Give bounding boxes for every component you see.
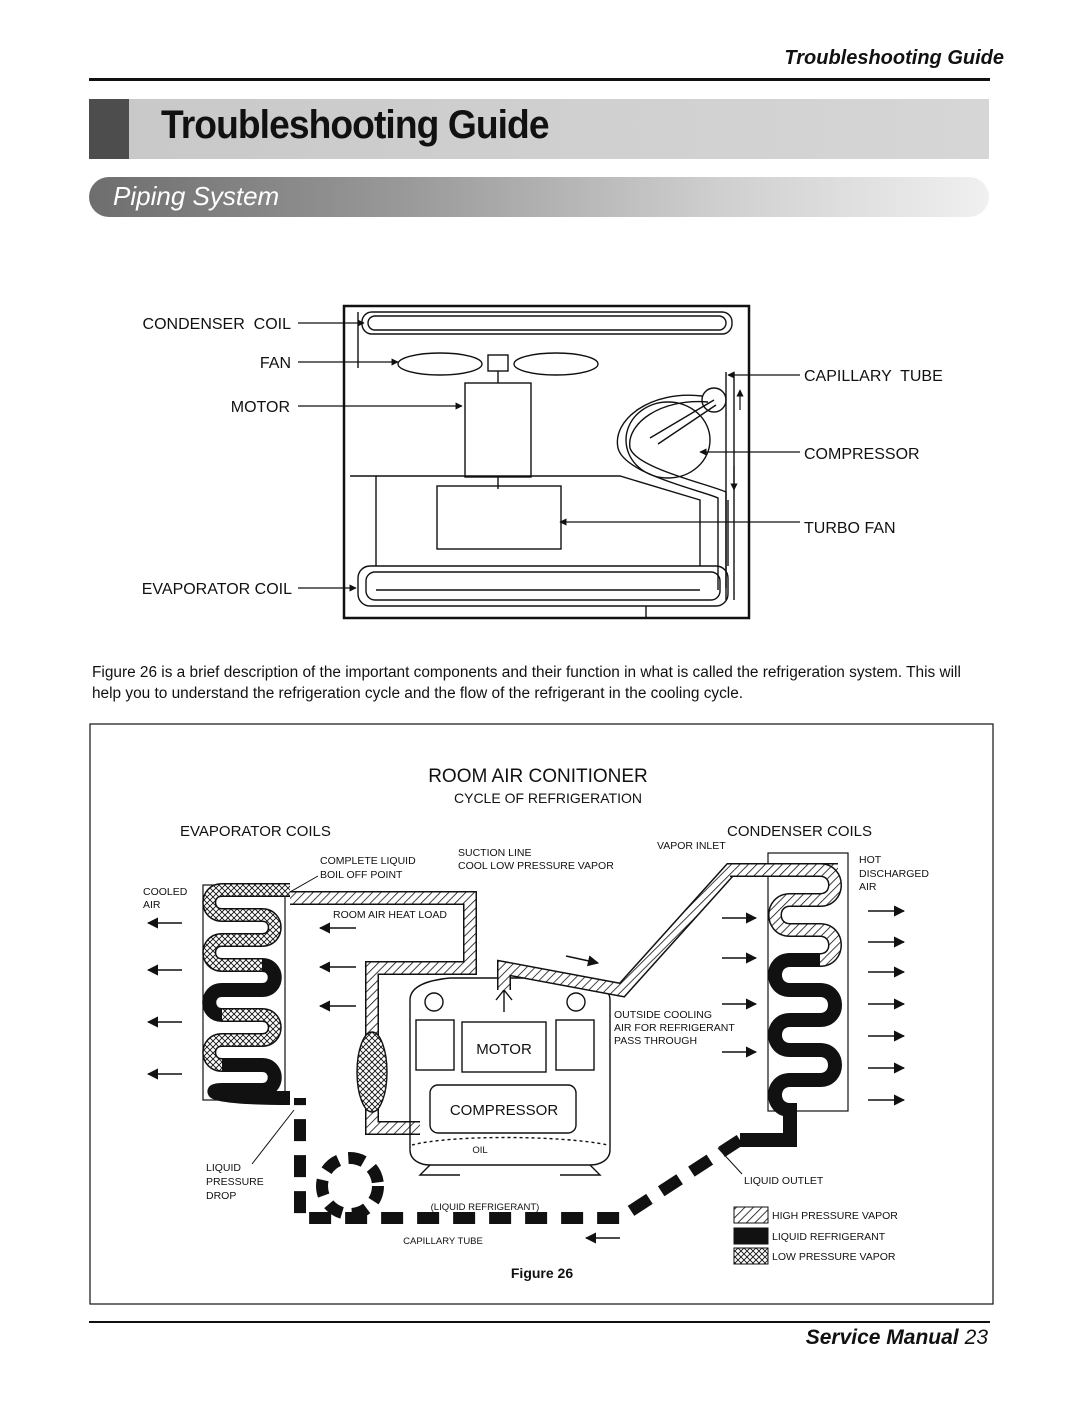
fig2-subtitle: CYCLE OF REFRIGERATION	[454, 790, 642, 806]
label-liquid-refrigerant: (LIQUID REFRIGERANT)	[431, 1202, 540, 1213]
condenser-housing	[767, 852, 849, 1112]
label-room-air-heat-load: ROOM AIR HEAT LOAD	[333, 909, 447, 921]
compressor-body	[409, 977, 611, 1176]
evaporator-housing	[202, 884, 286, 1101]
running-header: Troubleshooting Guide	[784, 47, 1004, 69]
leader-lines	[251, 875, 743, 1175]
internal-partition	[350, 475, 729, 566]
motor-drawing	[464, 382, 532, 489]
label-liquid: LIQUID	[206, 1162, 241, 1174]
label-vapor-inlet: VAPOR INLET	[657, 840, 726, 852]
condenser-serpentine	[730, 863, 842, 1147]
page-title: Troubleshooting Guide	[161, 103, 550, 147]
evaporator-serpentine	[202, 883, 291, 1105]
label-turbo-fan: TURBO FAN	[804, 520, 896, 537]
legend-swatch-low	[733, 1247, 769, 1265]
unit-housing	[342, 304, 751, 620]
label-hot-air: AIR	[859, 881, 877, 893]
label-liquid-outlet: LIQUID OUTLET	[744, 1175, 824, 1187]
label-cooled-air: AIR	[143, 899, 161, 911]
liquid-line	[294, 1098, 744, 1224]
capillary-coil	[316, 1152, 384, 1220]
label-capillary-tube: CAPILLARY TUBE	[804, 368, 943, 385]
callout-lines	[298, 319, 800, 592]
figure-frame	[89, 723, 994, 1305]
label-compressor: COMPRESSOR	[804, 446, 920, 463]
title-banner: Troubleshooting Guide	[89, 99, 989, 159]
suction-line	[290, 891, 477, 1135]
legend-swatch-high	[733, 1206, 769, 1224]
discharge-line	[497, 863, 838, 998]
unit-layout-diagram: CONDENSER COIL FAN MOTOR EVAPORATOR COIL…	[142, 304, 943, 620]
label-cooled: COOLED	[143, 886, 188, 898]
evaporator-coil-drawing	[357, 565, 729, 618]
section-bar: Piping System	[89, 177, 989, 217]
label-motor: MOTOR	[231, 399, 290, 416]
label-boil-off-point: BOIL OFF POINT	[320, 869, 403, 881]
label-drop: DROP	[206, 1190, 236, 1202]
figure-caption: Figure 26	[511, 1265, 573, 1281]
label-oil: OIL	[472, 1145, 487, 1156]
label-evaporator-coil: EVAPORATOR COIL	[142, 581, 292, 598]
legend-liquid-refrigerant: LIQUID REFRIGERANT	[772, 1231, 886, 1243]
label-motor: MOTOR	[476, 1041, 532, 1058]
label-condenser-coil: CONDENSER COIL	[143, 316, 292, 333]
banner-block	[89, 99, 129, 159]
fan-drawing	[397, 352, 599, 383]
section-title: Piping System	[113, 181, 280, 211]
air-flow-arrows	[146, 905, 906, 1244]
footer-rule	[89, 1321, 990, 1323]
label-evaporator-coils: EVAPORATOR COILS	[180, 823, 331, 840]
accumulator	[356, 1031, 388, 1113]
legend-swatch-liquid	[733, 1227, 769, 1245]
label-cool-low-pressure-vapor: COOL LOW PRESSURE VAPOR	[458, 860, 614, 872]
label-fan: FAN	[260, 355, 291, 372]
label-complete-liquid: COMPLETE LIQUID	[320, 855, 416, 867]
label-air-for-refrigerant: AIR FOR REFRIGERANT	[614, 1022, 735, 1034]
label-capillary-tube: CAPILLARY TUBE	[403, 1236, 483, 1247]
header-rule	[89, 78, 990, 81]
compressor-drawing	[616, 372, 735, 600]
turbo-fan-drawing	[436, 485, 562, 550]
fig2-title: ROOM AIR CONITIONER	[428, 766, 648, 787]
page-number: 23	[964, 1326, 988, 1349]
label-pass-through: PASS THROUGH	[614, 1035, 697, 1047]
legend-high-pressure-vapor: HIGH PRESSURE VAPOR	[772, 1210, 898, 1222]
label-outside-cooling: OUTSIDE COOLING	[614, 1009, 712, 1021]
legend-low-pressure-vapor: LOW PRESSURE VAPOR	[772, 1251, 896, 1263]
label-compressor: COMPRESSOR	[450, 1102, 559, 1119]
label-condenser-coils: CONDENSER COILS	[727, 823, 872, 840]
condenser-coil-drawing	[357, 311, 733, 368]
label-pressure: PRESSURE	[206, 1176, 264, 1188]
label-suction-line: SUCTION LINE	[458, 847, 532, 859]
label-hot: HOT	[859, 854, 882, 866]
description-paragraph: Figure 26 is a brief description of the …	[92, 664, 961, 702]
label-discharged: DISCHARGED	[859, 868, 929, 880]
footer-manual-label: Service Manual	[805, 1326, 959, 1349]
